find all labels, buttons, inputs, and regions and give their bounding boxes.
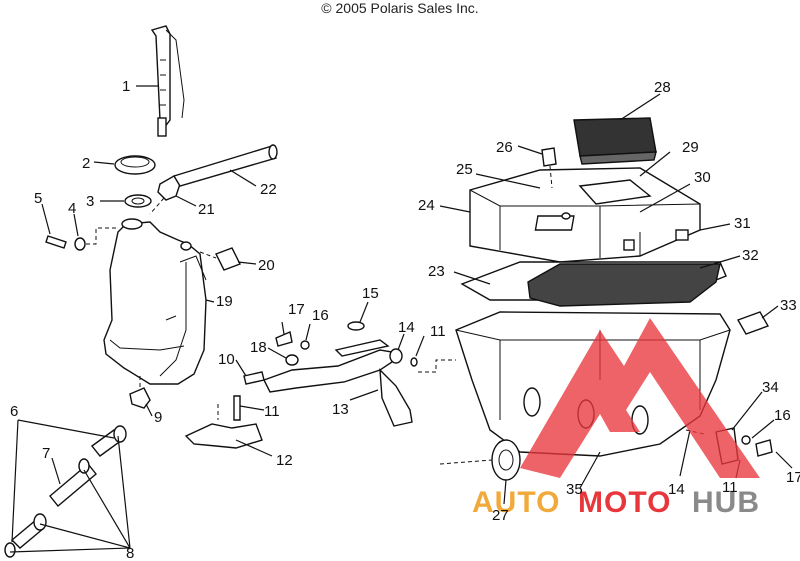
callout-17-side: 17 bbox=[786, 469, 800, 486]
boot-coupler-part bbox=[491, 439, 521, 481]
watermark-text-hub: HUB bbox=[692, 486, 760, 519]
callout-16-side: 16 bbox=[774, 407, 791, 424]
callout-9: 9 bbox=[154, 409, 162, 426]
callout-32: 32 bbox=[742, 247, 759, 264]
clip-part bbox=[347, 321, 365, 331]
side-bolt-part bbox=[755, 439, 773, 457]
tank-bracket-part bbox=[215, 247, 241, 271]
frame-nut-part bbox=[285, 354, 299, 366]
callout-24: 24 bbox=[418, 197, 435, 214]
oil-line-assembly bbox=[4, 425, 127, 558]
callout-34: 34 bbox=[762, 379, 779, 396]
callout-8: 8 bbox=[126, 545, 134, 561]
callout-3: 3 bbox=[86, 193, 94, 210]
dipstick-part bbox=[150, 25, 185, 137]
callout-1: 1 bbox=[122, 78, 130, 95]
callout-12: 12 bbox=[276, 452, 293, 469]
callout-13: 13 bbox=[332, 401, 349, 418]
grommet-bushing-part bbox=[389, 348, 403, 364]
callout-17-frame: 17 bbox=[288, 301, 305, 318]
callout-2: 2 bbox=[82, 155, 90, 172]
frame-washer-part bbox=[300, 340, 310, 350]
callout-27: 27 bbox=[492, 507, 509, 524]
callout-30: 30 bbox=[694, 169, 711, 186]
callout-15: 15 bbox=[362, 285, 379, 302]
drain-screw-part bbox=[45, 235, 67, 249]
drain-fitting-part bbox=[129, 387, 151, 409]
cover-clip-part bbox=[541, 147, 557, 167]
frame-bolt-part bbox=[275, 331, 293, 347]
vent-hose-part bbox=[172, 145, 277, 187]
callout-11-frame: 11 bbox=[430, 323, 446, 340]
watermark-logo bbox=[520, 318, 760, 478]
callout-35: 35 bbox=[566, 481, 583, 498]
callout-23: 23 bbox=[428, 263, 445, 280]
watermark-text-moto: MOTO bbox=[578, 486, 671, 519]
callout-10: 10 bbox=[218, 351, 235, 368]
lower-bracket-part bbox=[184, 423, 263, 449]
callout-31: 31 bbox=[734, 215, 751, 232]
callout-11-side: 11 bbox=[722, 479, 738, 496]
callout-14-frame: 14 bbox=[398, 319, 415, 336]
air-filter-element-part bbox=[573, 117, 657, 165]
watermark-text-auto: AUTO bbox=[472, 486, 560, 519]
airbox-cover-part bbox=[469, 167, 701, 263]
side-washer-part bbox=[741, 435, 751, 445]
filler-cap-part bbox=[114, 155, 156, 175]
callout-4: 4 bbox=[68, 200, 76, 217]
callout-20: 20 bbox=[258, 257, 275, 274]
callout-19: 19 bbox=[216, 293, 233, 310]
callout-29: 29 bbox=[682, 139, 699, 156]
callout-33: 33 bbox=[780, 297, 797, 314]
callout-14-base: 14 bbox=[668, 481, 685, 498]
callout-21: 21 bbox=[198, 201, 215, 218]
callout-5: 5 bbox=[34, 190, 42, 207]
latch-part bbox=[736, 311, 770, 335]
callout-11-bracket: 11 bbox=[264, 403, 280, 420]
callout-18: 18 bbox=[250, 339, 267, 356]
watermark-triangle-icon bbox=[520, 318, 760, 478]
bracket-bolt-part bbox=[233, 395, 241, 421]
callout-6: 6 bbox=[10, 403, 18, 420]
frame-bracket-part bbox=[263, 339, 413, 427]
cap-washer-part bbox=[124, 194, 152, 208]
mount-bolt-part bbox=[243, 371, 265, 385]
grommet-part bbox=[74, 237, 86, 251]
callout-28: 28 bbox=[654, 79, 671, 96]
callout-22: 22 bbox=[260, 181, 277, 198]
filter-foam-part bbox=[527, 263, 721, 307]
copyright-text: © 2005 Polaris Sales Inc. bbox=[321, 0, 479, 16]
callout-7: 7 bbox=[42, 445, 50, 462]
callout-16-frame: 16 bbox=[312, 307, 329, 324]
callout-26: 26 bbox=[496, 139, 513, 156]
callout-25: 25 bbox=[456, 161, 473, 178]
oil-tank-part bbox=[103, 218, 207, 385]
